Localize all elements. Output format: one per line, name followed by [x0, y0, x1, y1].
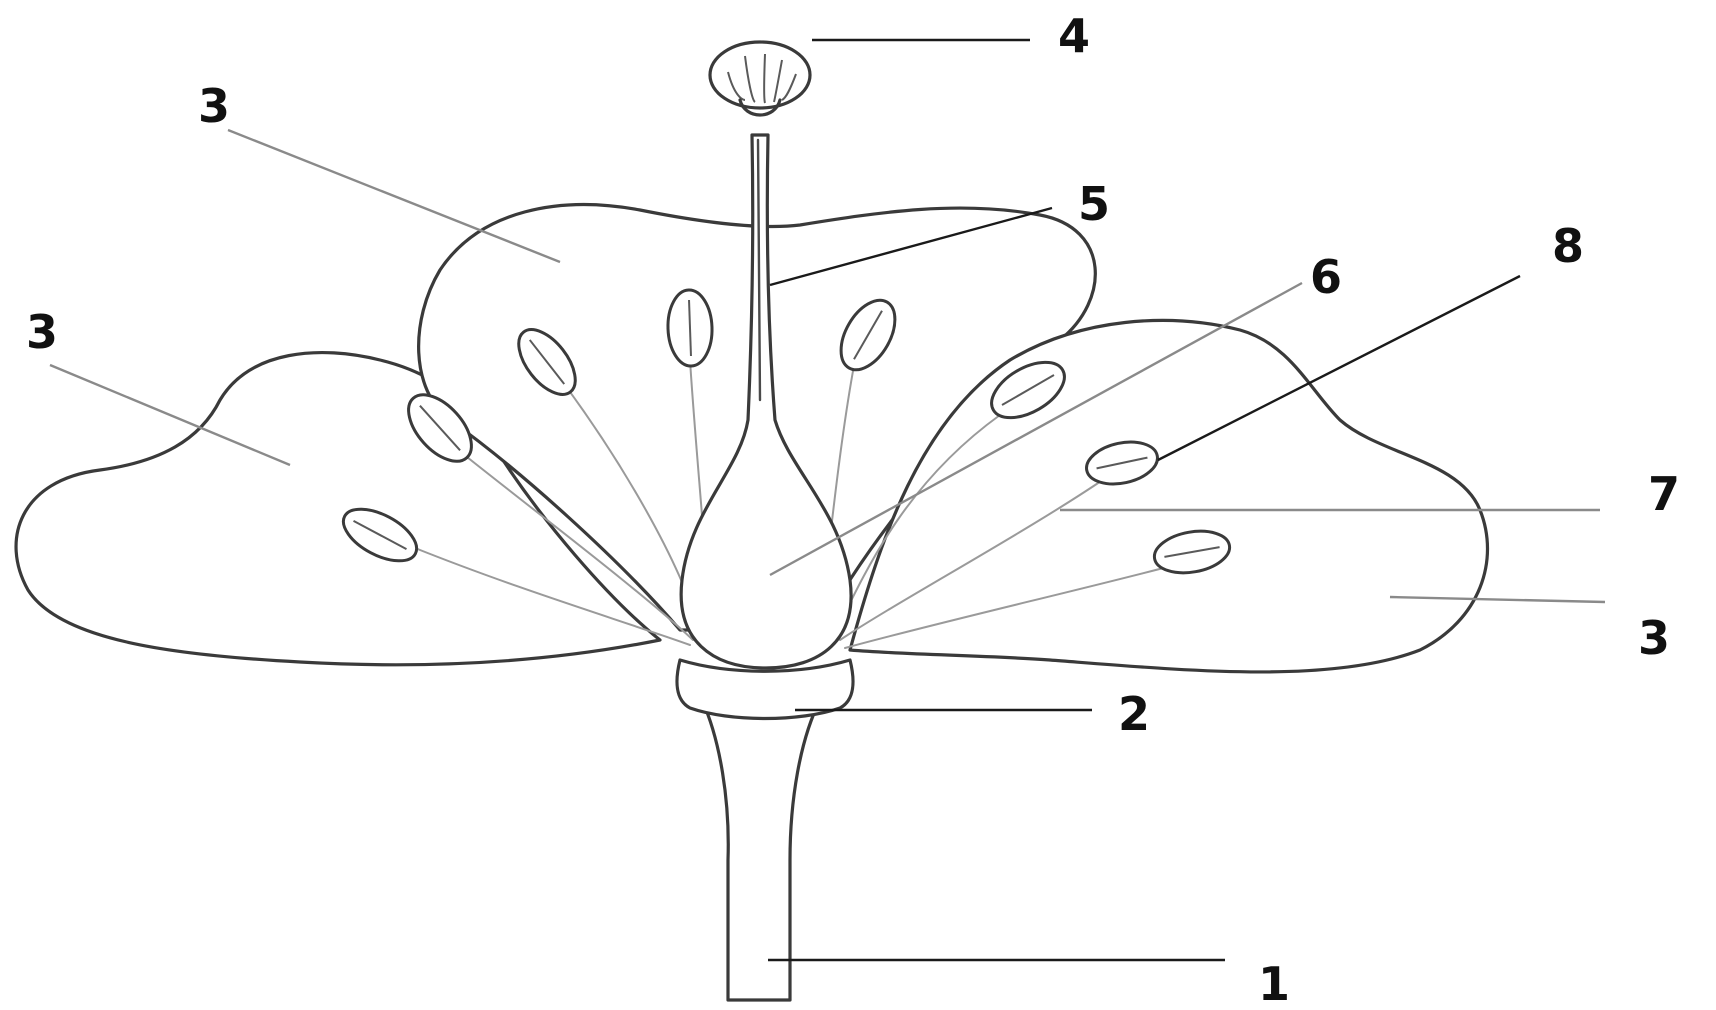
stem — [702, 700, 820, 1000]
label-petal-right: 3 — [1638, 611, 1670, 665]
label-ovary: 6 — [1310, 250, 1342, 304]
label-style: 5 — [1078, 177, 1110, 231]
label-petal-upper-left: 3 — [198, 79, 230, 133]
label-petal-left: 3 — [26, 305, 58, 359]
label-anther: 8 — [1552, 219, 1584, 273]
label-receptacle: 2 — [1118, 687, 1150, 741]
label-filament: 7 — [1648, 467, 1680, 521]
label-stigma: 4 — [1058, 9, 1090, 63]
leader-petal-upper-left — [228, 130, 560, 262]
anther — [667, 289, 714, 366]
label-stem: 1 — [1258, 957, 1290, 1010]
